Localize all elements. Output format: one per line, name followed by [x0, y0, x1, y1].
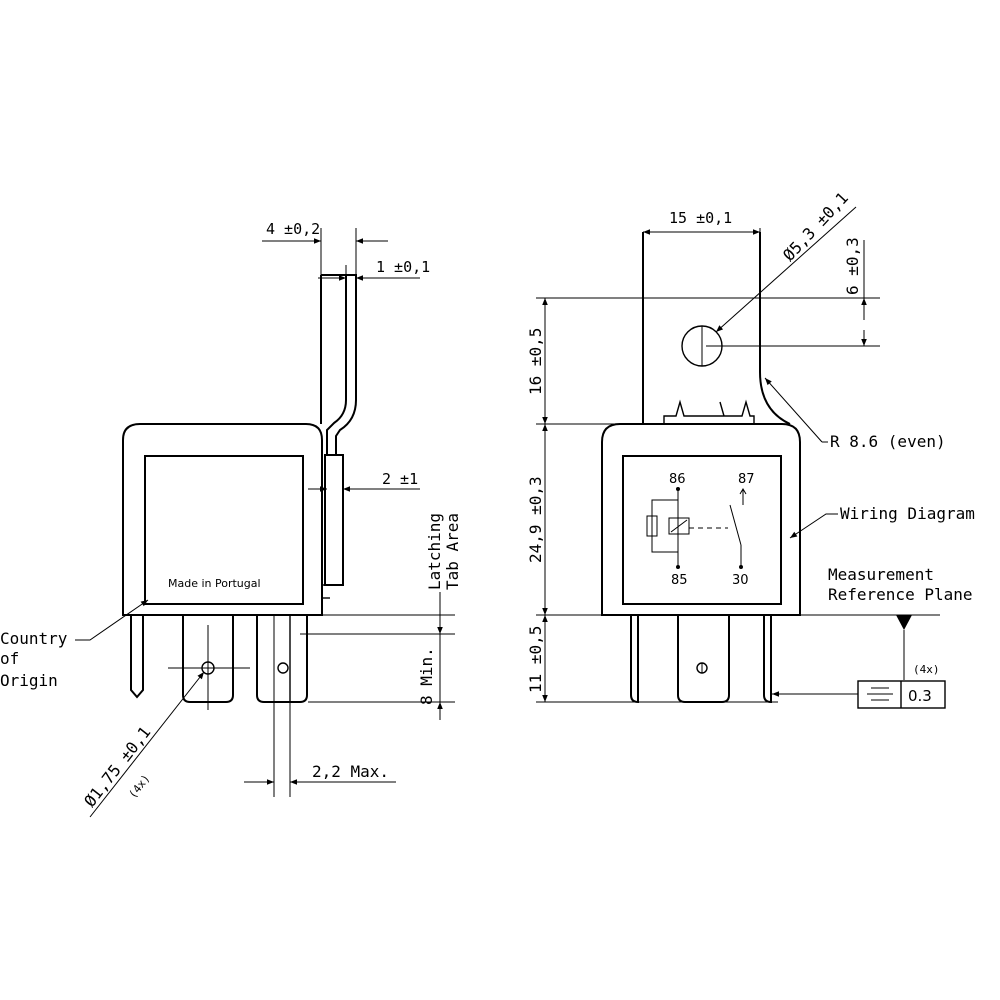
left-view: 4 ±0,2 1 ±0,1 2 ±1 Latching Tab Area 8 M…	[0, 220, 462, 818]
latching-label: Latching	[425, 513, 444, 590]
dim-2-2-max: 2,2 Max.	[312, 762, 389, 781]
right-terminal-1	[630, 615, 639, 704]
right-body-outline	[601, 423, 801, 616]
country-label-2: of	[0, 649, 19, 668]
dim-hole-height: 6 ±0,3	[843, 237, 862, 295]
dim-tab-width: 1 ±0,1	[376, 258, 430, 276]
measurement-label-1: Measurement	[828, 565, 934, 584]
wiring-diagram-label: Wiring Diagram	[840, 504, 975, 523]
datum-triangle	[896, 615, 912, 630]
measurement-label-2: Reference Plane	[828, 585, 973, 604]
dim-width: 15 ±0,1	[669, 209, 732, 227]
dim-8-min: 8 Min.	[417, 647, 436, 705]
terminal-30: 30	[732, 573, 749, 588]
left-label-window	[144, 455, 304, 605]
dim-hole-diameter-right: Ø5,3 ±0,1	[779, 188, 852, 264]
latch-body	[324, 454, 344, 586]
right-view: 15 ±0,1 Ø5,3 ±0,1 6 ±0,3 16 ±0,5 R 8.6 (…	[526, 188, 975, 709]
dim-terminal-length: 11 ±0,5	[526, 626, 545, 693]
mounting-tab-front	[642, 232, 791, 425]
country-label-1: Country	[0, 629, 68, 648]
wiring-schematic: 86 87 85 30	[646, 472, 755, 588]
dim-body-height: 24,9 ±0,3	[526, 476, 545, 563]
dim-tab-thickness: 4 ±0,2	[266, 220, 320, 238]
made-in-label: Made in Portugal	[168, 577, 261, 590]
wiring-window	[622, 455, 782, 605]
terminal-85: 85	[671, 573, 688, 588]
country-label-3: Origin	[0, 671, 58, 690]
dim-latch-offset: 2 ±1	[382, 470, 418, 488]
left-terminal-3	[256, 615, 308, 703]
dim-hole-count: (4x)	[126, 772, 153, 801]
right-terminal-center	[677, 615, 730, 703]
radius-label: R 8.6 (even)	[830, 432, 946, 451]
left-body-outline	[122, 423, 323, 616]
flatness-icon	[867, 687, 893, 701]
dim-hole-diameter: Ø1,75 ±0,1	[80, 723, 154, 811]
tolerance-count: (4x)	[913, 663, 940, 676]
dim-tab-height: 16 ±0,5	[526, 328, 545, 395]
tab-area-label: Tab Area	[443, 513, 462, 590]
terminal-87: 87	[738, 472, 755, 487]
left-terminal-1	[130, 615, 144, 699]
terminal-86: 86	[669, 472, 686, 487]
right-terminal-3	[763, 615, 772, 704]
mounting-tab-side	[320, 274, 357, 455]
tolerance-value: 0.3	[908, 687, 932, 705]
